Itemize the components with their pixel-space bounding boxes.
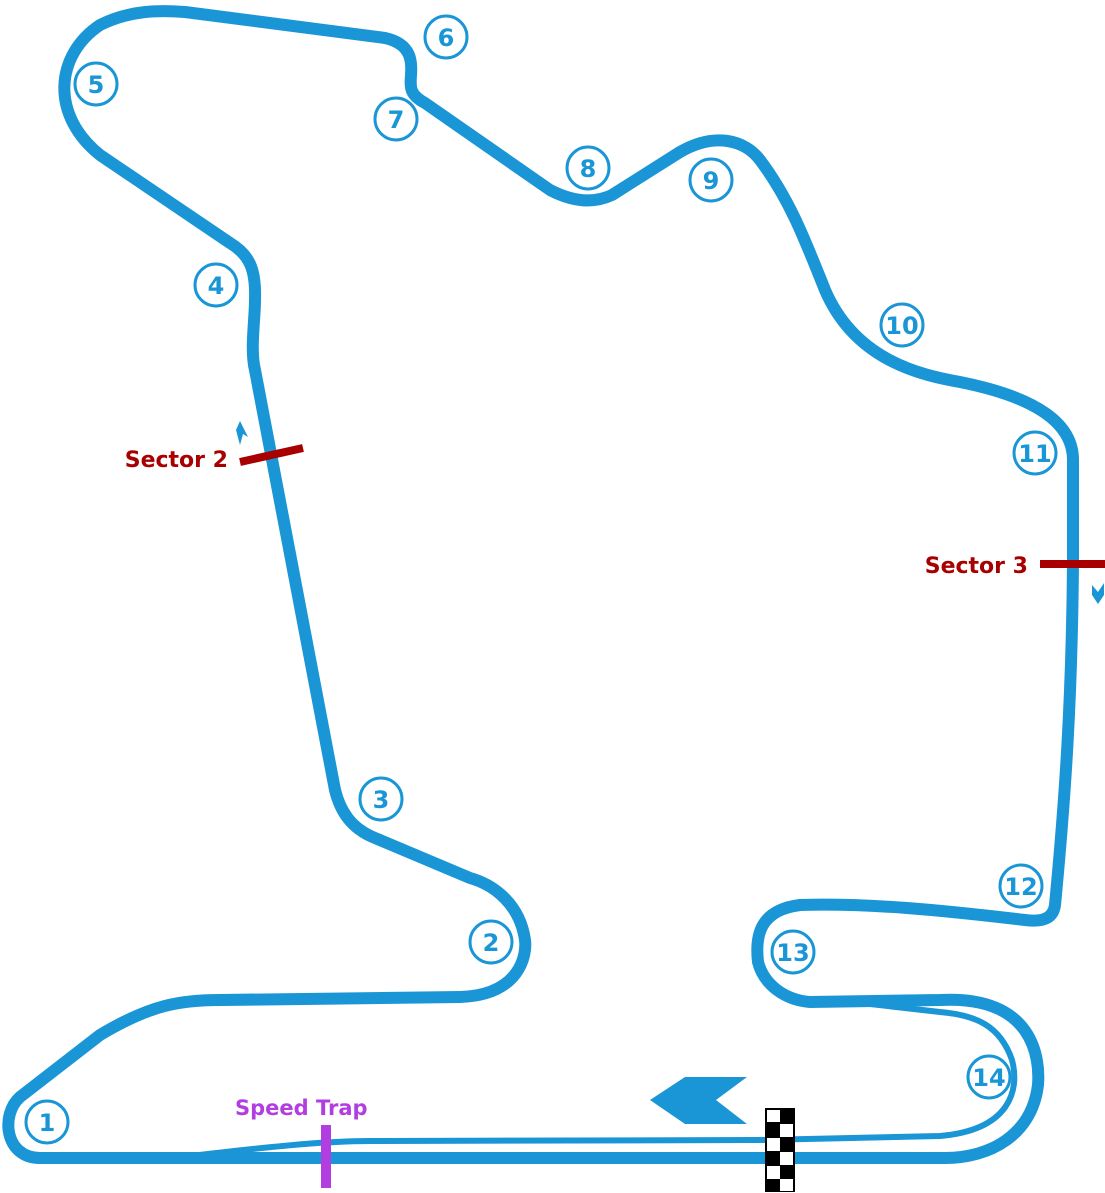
turn-marker-13: 13 <box>770 929 816 975</box>
turn-marker-11: 11 <box>1012 430 1058 476</box>
svg-text:9: 9 <box>703 167 720 195</box>
turn-marker-5: 5 <box>73 61 119 107</box>
turn-marker-7: 7 <box>373 96 419 142</box>
svg-text:3: 3 <box>373 786 390 814</box>
svg-text:2: 2 <box>483 929 500 957</box>
sector-2-line <box>239 444 304 466</box>
direction-arrow-icon <box>236 421 248 445</box>
svg-text:8: 8 <box>580 155 597 183</box>
svg-text:1: 1 <box>39 1109 56 1137</box>
turn-marker-4: 4 <box>193 262 239 308</box>
turn-marker-1: 1 <box>24 1099 70 1145</box>
svg-text:11: 11 <box>1018 440 1051 468</box>
circuit-track <box>2 5 1079 1164</box>
svg-text:10: 10 <box>885 312 918 340</box>
svg-text:7: 7 <box>388 106 405 134</box>
svg-text:4: 4 <box>208 272 225 300</box>
turn-marker-12: 12 <box>998 863 1044 909</box>
speed-trap-label: Speed Trap <box>235 1096 368 1120</box>
sector-3-label: Sector 3 <box>925 554 1028 579</box>
svg-text:5: 5 <box>88 71 105 99</box>
turn-marker-9: 9 <box>688 157 734 203</box>
turn-marker-6: 6 <box>423 14 469 60</box>
turn-marker-14: 14 <box>966 1054 1012 1100</box>
svg-text:14: 14 <box>972 1064 1005 1092</box>
pit-lane <box>189 1001 1018 1159</box>
svg-text:13: 13 <box>776 939 809 967</box>
checkered-flag-icon <box>765 1108 795 1192</box>
turn-marker-2: 2 <box>468 919 514 965</box>
turn-marker-3: 3 <box>358 776 404 822</box>
direction-arrow-icon <box>1092 583 1104 604</box>
turn-marker-8: 8 <box>565 145 611 191</box>
svg-text:12: 12 <box>1004 873 1037 901</box>
turn-marker-10: 10 <box>879 302 925 348</box>
sector-2-label: Sector 2 <box>125 448 228 473</box>
svg-text:6: 6 <box>438 24 455 52</box>
direction-arrow-icon <box>650 1077 747 1124</box>
